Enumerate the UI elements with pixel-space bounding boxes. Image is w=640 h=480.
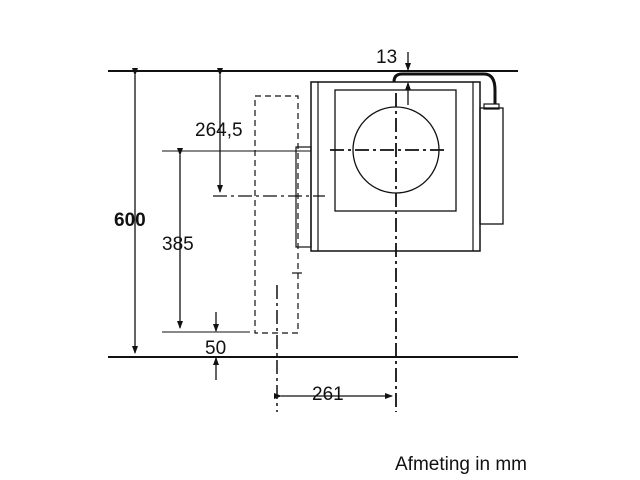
label-385: 385 xyxy=(162,234,194,255)
dashed-outline xyxy=(254,95,299,334)
label-261: 261 xyxy=(312,384,344,405)
label-264-5: 264,5 xyxy=(195,120,243,141)
cable xyxy=(392,72,497,104)
motor-cap xyxy=(483,103,500,110)
label-600: 600 xyxy=(114,210,146,231)
motor-box xyxy=(479,107,504,225)
label-50: 50 xyxy=(205,338,227,359)
caption: Afmeting in mm xyxy=(395,454,527,475)
label-13: 13 xyxy=(376,47,398,68)
